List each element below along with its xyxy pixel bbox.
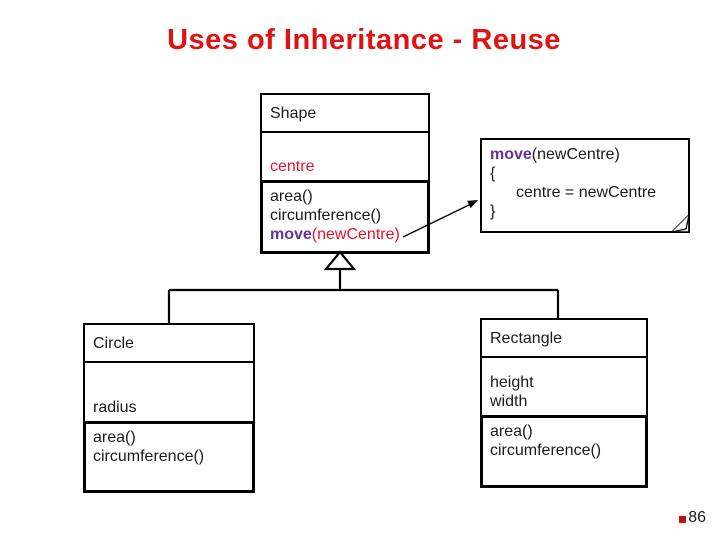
code-note: move(newCentre) { centre = newCentre } xyxy=(480,138,690,233)
shape-name-compartment: Shape xyxy=(260,93,430,133)
page-number: 86 xyxy=(688,509,706,526)
circle-operations-compartment: area() circumference() xyxy=(83,421,255,493)
rectangle-name-compartment: Rectangle xyxy=(480,318,648,358)
attribute-radius: radius xyxy=(93,399,137,416)
note-signature: move(newCentre) xyxy=(490,145,688,164)
note-move-args: (newCentre) xyxy=(531,146,620,163)
page-number-area: 86 xyxy=(679,509,706,527)
note-open-brace: { xyxy=(490,165,496,182)
attribute-centre: centre xyxy=(270,158,315,175)
note-body: centre = newCentre xyxy=(516,184,657,201)
note-close-brace: } xyxy=(490,203,496,220)
shape-attributes-compartment: centre xyxy=(260,131,430,182)
circle-attributes-compartment: radius xyxy=(83,361,255,423)
operation-area: area() xyxy=(93,429,136,446)
attribute-height: height xyxy=(490,374,534,391)
slide-title: Uses of Inheritance - Reuse xyxy=(167,24,561,56)
class-box-shape: Shape centre area() circumference() move… xyxy=(260,93,430,254)
circle-name-compartment: Circle xyxy=(83,323,255,363)
operation-circumference: circumference() xyxy=(93,448,205,465)
folded-corner-icon xyxy=(672,215,689,232)
operation-move-args: (newCentre) xyxy=(311,226,400,243)
bullet-icon xyxy=(679,515,687,523)
operation-move: move(newCentre) xyxy=(270,225,427,244)
rectangle-operations-compartment: area() circumference() xyxy=(480,415,648,488)
operation-circumference: circumference() xyxy=(270,207,382,224)
inheritance-connector-line xyxy=(167,269,560,323)
note-move-name: move xyxy=(490,146,532,163)
class-box-circle: Circle radius area() circumference() xyxy=(83,323,255,493)
inheritance-triangle-icon xyxy=(323,250,357,271)
class-name-rectangle: Rectangle xyxy=(490,329,563,347)
operation-area: area() xyxy=(270,188,313,205)
class-name-shape: Shape xyxy=(270,104,317,122)
class-box-rectangle: Rectangle height width area() circumfere… xyxy=(480,318,648,488)
attribute-width: width xyxy=(490,393,528,410)
operation-circumference: circumference() xyxy=(490,442,602,459)
shape-operations-compartment: area() circumference() move(newCentre) xyxy=(260,180,430,254)
note-arrow-head-icon xyxy=(467,200,478,209)
operation-area: area() xyxy=(490,423,533,440)
operation-move-name: move xyxy=(270,226,312,243)
class-name-circle: Circle xyxy=(93,334,134,352)
rectangle-attributes-compartment: height width xyxy=(480,356,648,417)
